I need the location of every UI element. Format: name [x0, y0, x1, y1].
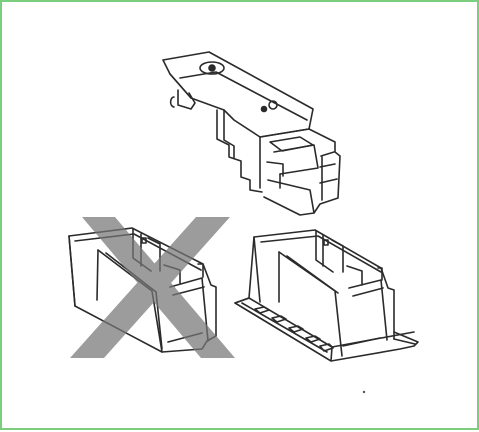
- accepted-cover-profile-icon: [234, 229, 419, 362]
- track-adapter-icon: [162, 51, 341, 216]
- rejected-cross-icon: [70, 217, 235, 358]
- stray-mark-icon: [362, 390, 366, 394]
